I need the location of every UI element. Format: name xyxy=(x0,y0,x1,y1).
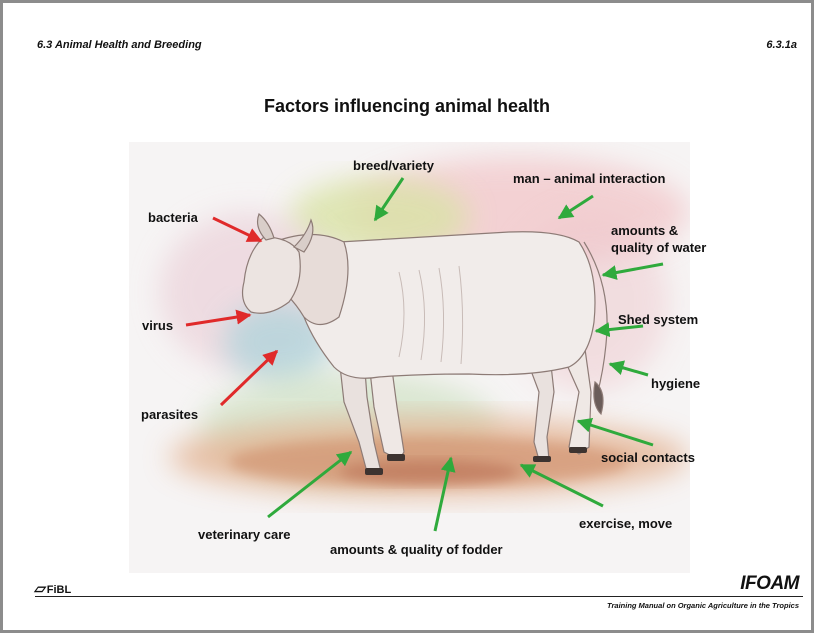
cow-illustration xyxy=(129,142,690,573)
label-parasites: parasites xyxy=(141,406,198,423)
label-water: amounts & quality of water xyxy=(611,222,706,256)
label-fodder: amounts & quality of fodder xyxy=(330,541,503,558)
label-shed: Shed system xyxy=(618,311,698,328)
page-code: 6.3.1a xyxy=(766,39,797,51)
label-veterinary: veterinary care xyxy=(198,526,291,543)
slide-title: Factors influencing animal health xyxy=(3,96,811,117)
footer-divider xyxy=(35,596,803,597)
label-breed: breed/variety xyxy=(353,157,434,174)
label-virus: virus xyxy=(142,317,173,334)
ifoam-logo: IFOAM xyxy=(740,573,799,595)
fibl-logo: ▱FiBL xyxy=(35,580,71,597)
label-exercise: exercise, move xyxy=(579,515,672,532)
footer-tagline: Training Manual on Organic Agriculture i… xyxy=(607,601,799,610)
label-bacteria: bacteria xyxy=(148,209,198,226)
slide-page: 6.3 Animal Health and Breeding 6.3.1a Fa… xyxy=(3,3,811,630)
label-interaction: man – animal interaction xyxy=(513,170,665,187)
label-social: social contacts xyxy=(601,449,695,466)
fibl-mark-icon: ▱ xyxy=(33,580,47,597)
label-hygiene: hygiene xyxy=(651,375,700,392)
section-header: 6.3 Animal Health and Breeding xyxy=(37,39,202,51)
